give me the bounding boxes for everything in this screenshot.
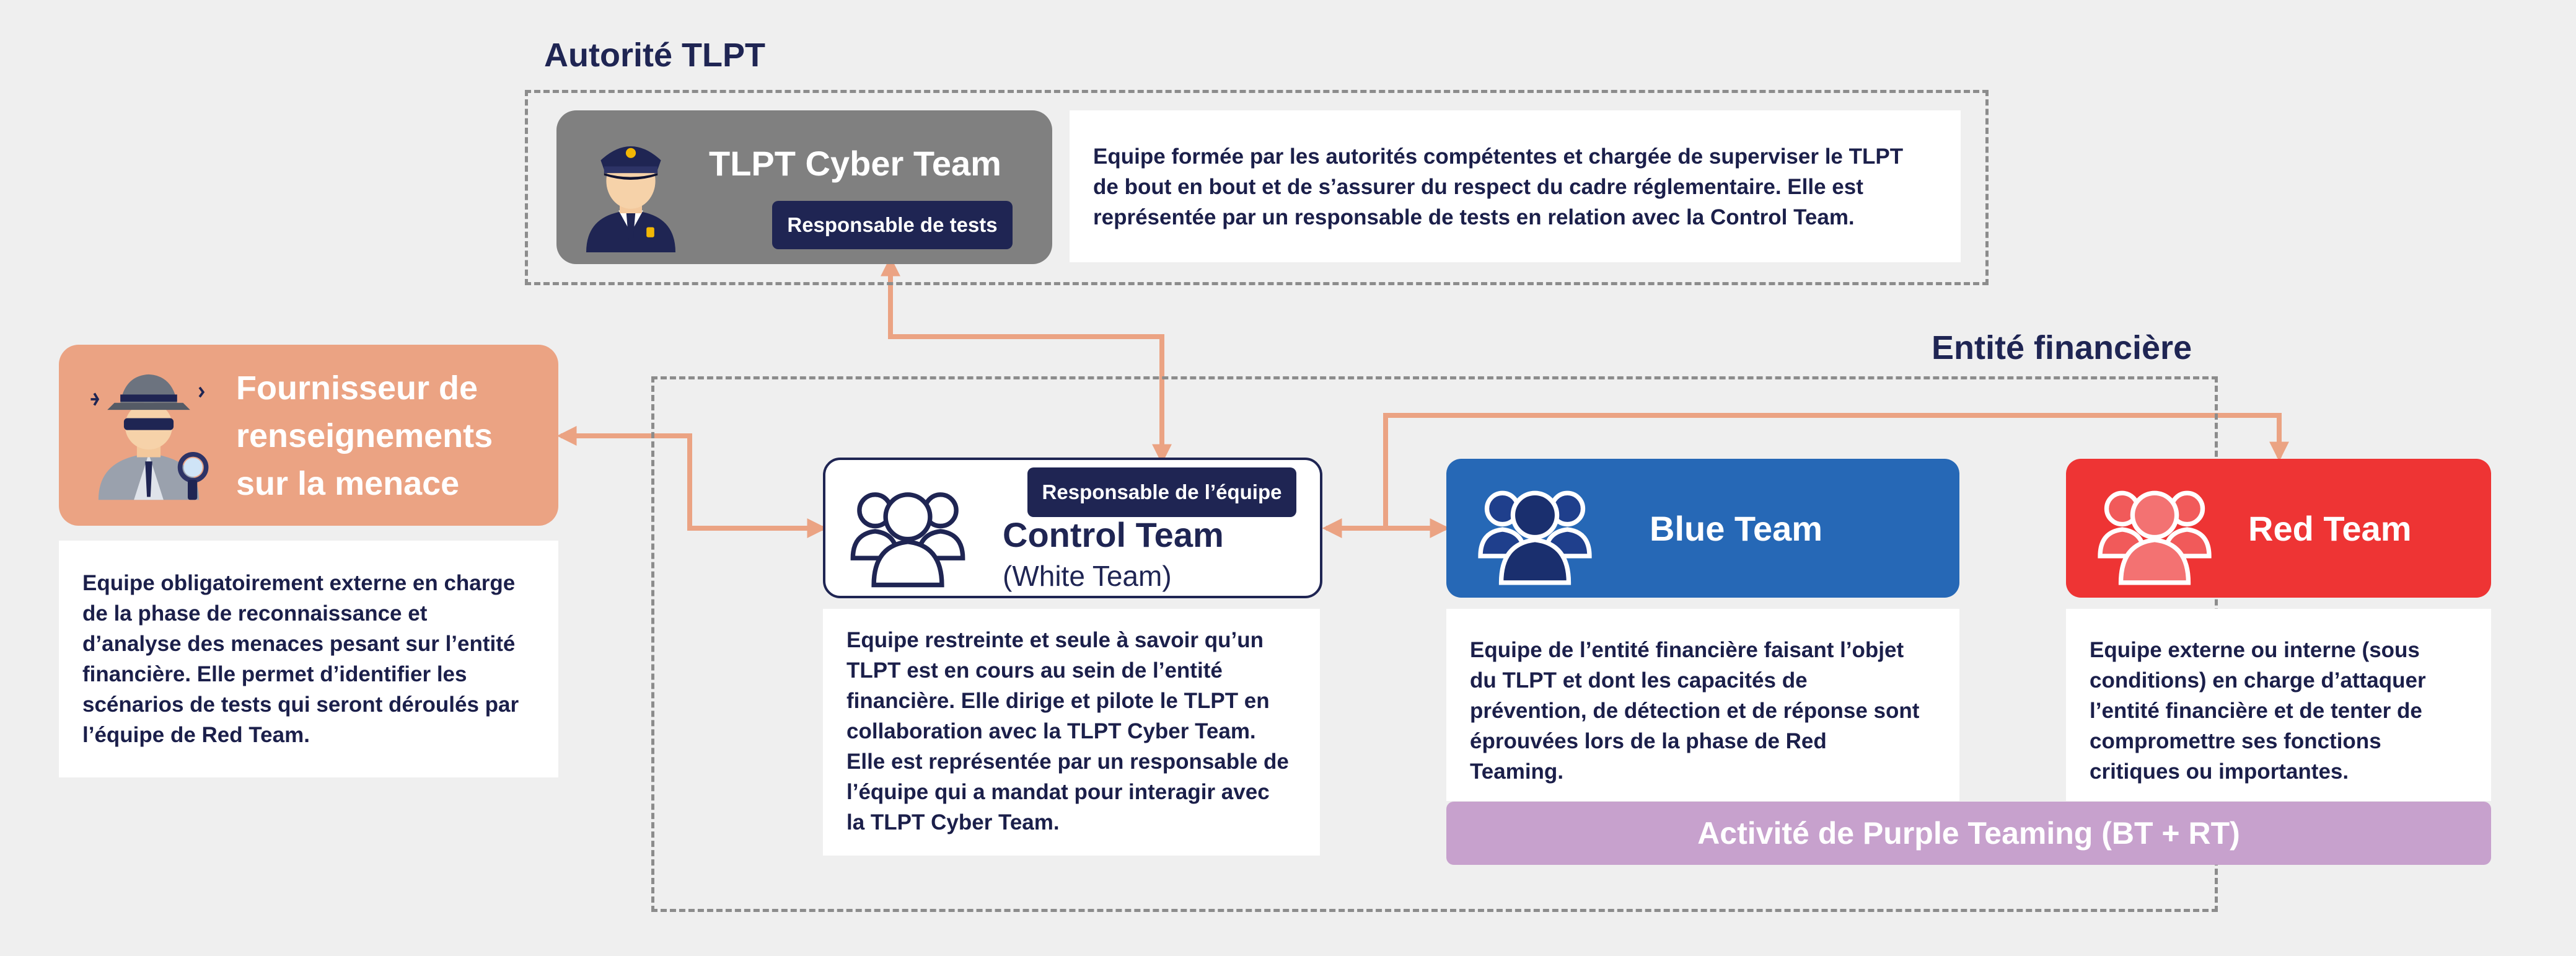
control-team-badge: Responsable de l’équipe — [1027, 467, 1296, 517]
control-team-subtitle: (White Team) — [1003, 560, 1172, 592]
detective-icon — [90, 374, 209, 500]
control-team-description: Equipe restreinte et seule à savoir qu’u… — [823, 609, 1320, 856]
threat-intel-title: Fournisseur de renseignements sur la men… — [236, 370, 493, 502]
cyber-team-badge: Responsable de tests — [772, 201, 1013, 249]
purple-teaming-bar: Activité de Purple Teaming (BT + RT) — [1446, 802, 2491, 865]
control-team-title: Control Team — [1003, 515, 1224, 554]
red-team-card: Red Team — [2066, 459, 2491, 598]
team-icon — [2098, 490, 2212, 585]
authority-frame — [525, 90, 1989, 285]
team-icon — [850, 492, 965, 588]
connector-to-red — [1383, 413, 2289, 528]
red-team-title: Red Team — [2248, 509, 2412, 548]
authority-title: Autorité TLPT — [544, 37, 765, 74]
connector-threat-control — [556, 426, 827, 538]
entity-title: Entité financière — [1932, 329, 2192, 366]
blue-team-title: Blue Team — [1650, 509, 1823, 548]
team-icon — [1478, 490, 1592, 585]
connector-cyber-control — [881, 256, 1172, 464]
cyber-team-card: TLPT Cyber Team Responsable de tests — [556, 110, 1052, 264]
blue-team-description: Equipe de l’entité financière faisant l’… — [1446, 609, 1959, 801]
cyber-team-title: TLPT Cyber Team — [709, 144, 1001, 183]
cyber-team-description: Equipe formée par les autorités compéten… — [1070, 110, 1961, 262]
control-team-card: Responsable de l’équipe Control Team (Wh… — [823, 458, 1322, 598]
threat-intel-description: Equipe obligatoirement externe en charge… — [59, 541, 558, 777]
red-team-description: Equipe externe ou interne (sous conditio… — [2066, 609, 2491, 801]
blue-team-card: Blue Team — [1446, 459, 1959, 598]
police-officer-icon — [586, 146, 675, 252]
threat-intel-card: Fournisseur de renseignements sur la men… — [59, 345, 558, 526]
